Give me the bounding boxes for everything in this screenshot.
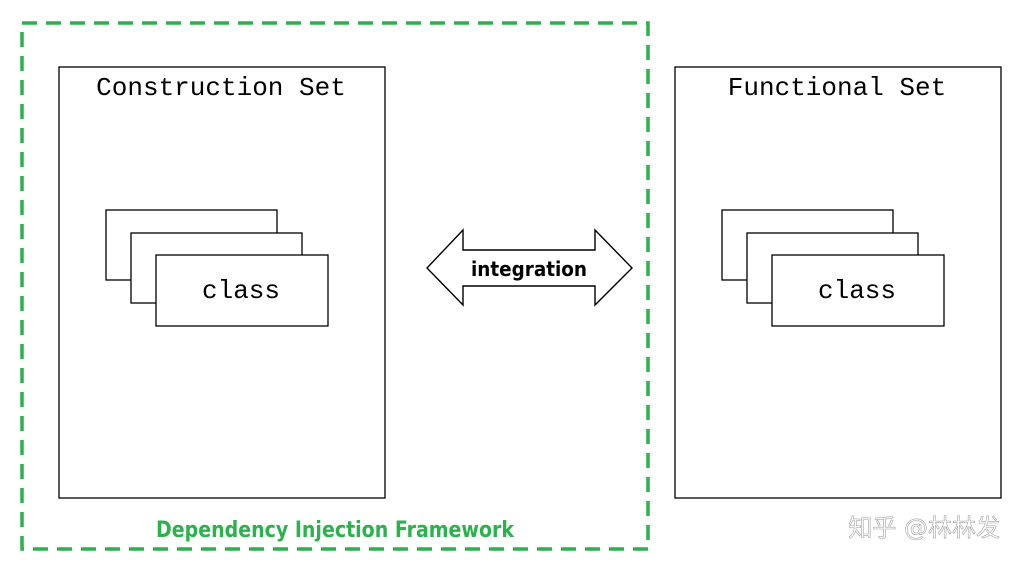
class-card-front	[155, 254, 329, 327]
watermark: 知乎 @林林发	[848, 514, 1000, 542]
integration-arrow: integration	[426, 228, 633, 307]
double-arrow-icon	[426, 228, 633, 307]
framework-boundary	[20, 21, 650, 551]
construction-class-stack: class	[105, 209, 329, 327]
functional-set: Functional Set class	[674, 66, 1002, 499]
construction-class-label: class	[202, 276, 280, 306]
construction-set: Construction Set class	[58, 66, 386, 499]
class-card-front	[771, 254, 945, 327]
construction-set-title: Construction Set	[96, 73, 346, 103]
construction-set-box	[58, 66, 386, 499]
functional-class-label: class	[818, 276, 896, 306]
functional-set-title: Functional Set	[728, 73, 946, 103]
framework-label: Dependency Injection Framework	[156, 518, 515, 543]
functional-class-stack: class	[721, 209, 945, 327]
integration-label: integration	[471, 257, 587, 281]
